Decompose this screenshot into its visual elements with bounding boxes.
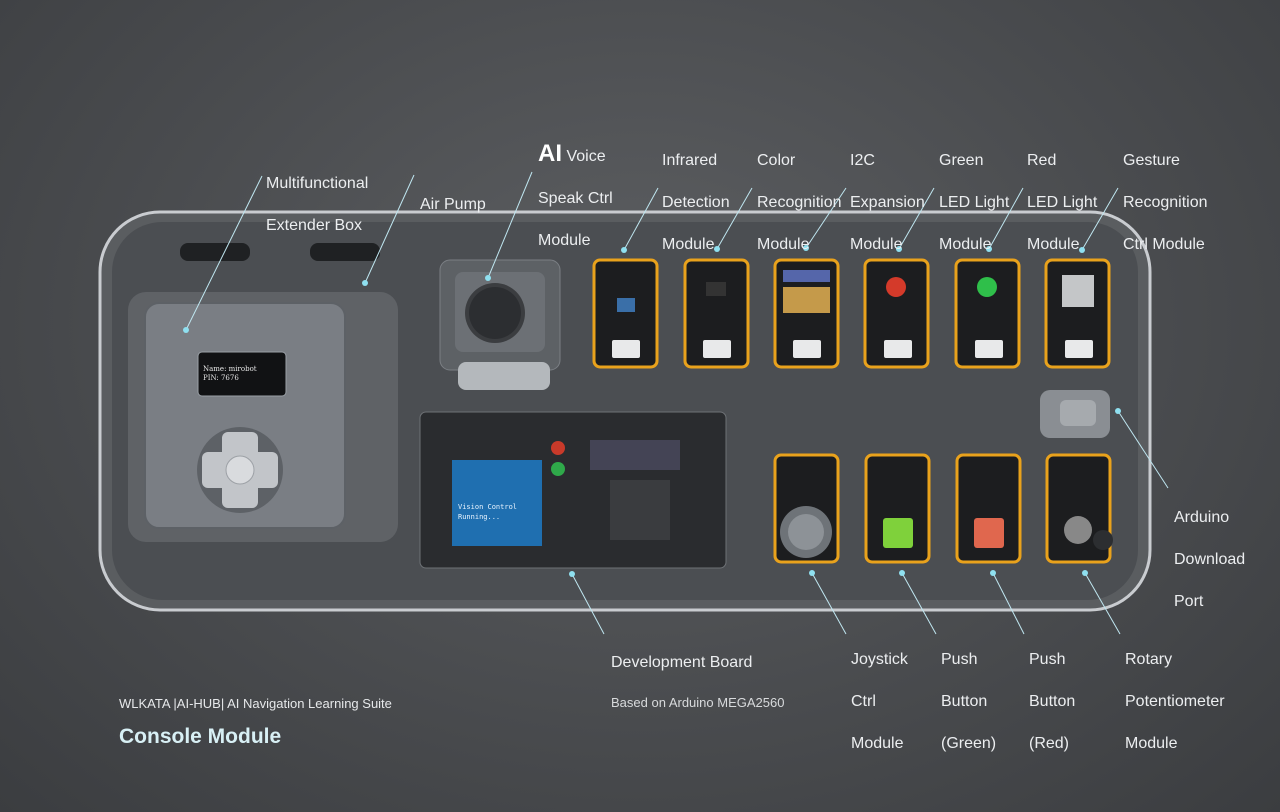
label-line: Recognition — [1123, 194, 1208, 211]
module-joystick — [773, 453, 840, 564]
module-rotary — [1045, 453, 1113, 564]
lcd-name-value: mirobot — [228, 365, 257, 373]
label-line: Ctrl Module — [1123, 236, 1205, 253]
label-line: Module — [851, 735, 904, 752]
label-line: Color — [757, 152, 796, 169]
label-line: Arduino — [1174, 509, 1230, 526]
lcd-pin-value: 7676 — [220, 374, 239, 382]
module-infrared — [592, 258, 659, 369]
module-color — [683, 258, 750, 369]
svg-text:Running...: Running... — [458, 513, 500, 521]
module-red-led — [863, 258, 930, 369]
label-line: Push — [1029, 651, 1066, 668]
label-line: Red — [1027, 152, 1057, 169]
label-infrared: Infrared Detection Module — [662, 129, 730, 276]
label-line: Infrared — [662, 152, 718, 169]
label-line: Air Pump — [420, 196, 486, 213]
label-push-green: Push Button (Green) — [941, 628, 996, 775]
lcd-name-label: Name: — [203, 365, 227, 373]
label-line: Module — [1125, 735, 1178, 752]
label-subline: Based on Arduino MEGA2560 — [611, 695, 785, 710]
label-line: Rotary — [1125, 651, 1173, 668]
label-line: Green — [939, 152, 984, 169]
module-push-green — [864, 453, 931, 564]
label-green-led: Green LED Light Module — [939, 129, 1009, 276]
label-color: Color Recognition Module — [757, 129, 842, 276]
label-line: Port — [1174, 593, 1204, 610]
label-line: Voice — [566, 148, 606, 165]
module-gesture — [1044, 258, 1111, 369]
label-line: Button — [1029, 693, 1076, 710]
label-line: Potentiometer — [1125, 693, 1225, 710]
lcd-pin-label: PIN: — [203, 374, 219, 382]
label-line: Joystick — [851, 651, 908, 668]
label-extender-box: Multifunctional Extender Box — [266, 152, 368, 257]
extender-lcd: Name: mirobot PIN: 7676 — [203, 365, 257, 383]
label-line: I2C — [850, 152, 875, 169]
label-arduino-port: Arduino Download Port — [1174, 486, 1245, 633]
label-line: Extender Box — [266, 217, 363, 234]
page-title: Console Module — [119, 725, 282, 748]
label-dev-board: Development Board Based on Arduino MEGA2… — [611, 631, 784, 733]
label-line: (Green) — [941, 735, 997, 752]
svg-text:Vision Control: Vision Control — [458, 503, 517, 511]
ai-logo-text: AI — [538, 140, 562, 167]
ai-voice-module — [439, 259, 561, 390]
label-line: Development Board — [611, 654, 753, 671]
label-line: Download — [1174, 551, 1246, 568]
label-ai-voice: AI Voice Speak Ctrl Module — [538, 122, 613, 272]
label-red-led: Red LED Light Module — [1027, 129, 1097, 276]
label-line: Multifunctional — [266, 175, 369, 192]
label-line: LED Light — [939, 194, 1010, 211]
label-line: Module — [1027, 236, 1080, 253]
label-line: Speak Ctrl — [538, 190, 613, 207]
label-line: Module — [757, 236, 810, 253]
label-i2c: I2C Expansion Module — [850, 129, 925, 276]
label-line: Recognition — [757, 194, 842, 211]
module-i2c — [773, 258, 840, 369]
label-line: (Red) — [1029, 735, 1070, 752]
label-gesture: Gesture Recognition Ctrl Module — [1123, 129, 1208, 276]
label-joystick: Joystick Ctrl Module — [851, 628, 908, 775]
module-green-led — [954, 258, 1021, 369]
label-line: Module — [662, 236, 715, 253]
label-line: Detection — [662, 194, 730, 211]
label-line: Push — [941, 651, 978, 668]
label-line: Module — [538, 232, 591, 249]
label-line: Ctrl — [851, 693, 876, 710]
suite-name: WLKATA |AI-HUB| AI Navigation Learning S… — [119, 696, 392, 711]
label-line: Button — [941, 693, 988, 710]
label-line: Gesture — [1123, 152, 1180, 169]
label-line: Module — [850, 236, 903, 253]
extender-box — [128, 292, 398, 542]
label-push-red: Push Button (Red) — [1029, 628, 1075, 775]
label-line: Module — [939, 236, 992, 253]
module-push-red — [955, 453, 1022, 564]
development-board: Vision Control Running... — [419, 411, 727, 569]
label-line: LED Light — [1027, 194, 1098, 211]
label-line: Expansion — [850, 194, 925, 211]
label-air-pump: Air Pump — [420, 173, 486, 236]
label-rotary: Rotary Potentiometer Module — [1125, 628, 1225, 775]
